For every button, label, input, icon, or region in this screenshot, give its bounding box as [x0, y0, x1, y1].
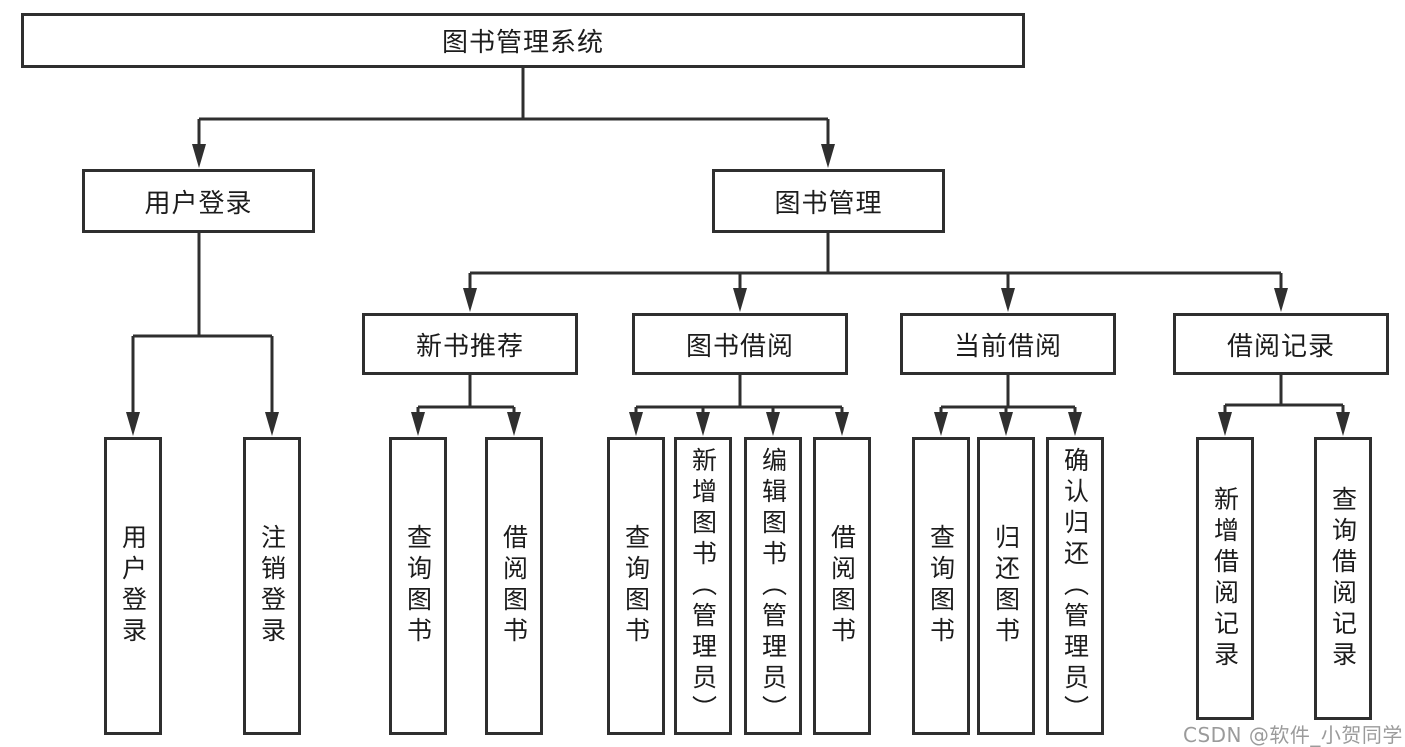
node-label: 编辑图书（管理员） [758, 446, 788, 726]
watermark: CSDN @软件_小贺同学 [1183, 723, 1403, 747]
arrow-down-icon [1068, 412, 1082, 436]
leaf-query-books-recommend: 查询图书 [389, 437, 447, 735]
node-label: 归还图书 [991, 524, 1021, 648]
node-label: 借阅记录 [1226, 331, 1335, 362]
node-label: 当前借阅 [953, 331, 1062, 362]
leaf-query-books-current: 查询图书 [912, 437, 970, 735]
node-label: 确认归还（管理员） [1060, 446, 1090, 726]
arrow-down-icon [1218, 412, 1232, 436]
arrow-down-icon [265, 412, 279, 436]
leaf-logout: 注销登录 [243, 437, 301, 735]
arrow-down-icon [411, 412, 425, 436]
arrow-down-icon [934, 412, 948, 436]
leaf-query-books-borrow: 查询图书 [607, 437, 665, 735]
node-label: 查询借阅记录 [1328, 485, 1358, 672]
arrow-down-icon [1336, 412, 1350, 436]
arrow-down-icon [463, 288, 477, 312]
leaf-borrow-books-recommend: 借阅图书 [485, 437, 543, 735]
node-label: 新书推荐 [415, 331, 524, 362]
leaf-edit-books-admin: 编辑图书（管理员） [744, 437, 802, 735]
node-book-management: 图书管理 [712, 169, 945, 233]
arrow-down-icon [1001, 288, 1015, 312]
tree-edges [131, 68, 1345, 414]
node-current-borrow: 当前借阅 [900, 313, 1116, 375]
node-label: 图书管理系统 [441, 28, 604, 58]
node-label: 新增借阅记录 [1210, 485, 1240, 672]
arrow-down-icon [835, 412, 849, 436]
leaf-borrow-books: 借阅图书 [813, 437, 871, 735]
leaf-query-borrow-record: 查询借阅记录 [1314, 437, 1372, 720]
node-label: 借阅图书 [499, 524, 529, 648]
node-book-borrow: 图书借阅 [632, 313, 848, 375]
arrow-down-icon [733, 288, 747, 312]
node-label: 图书借阅 [685, 331, 794, 362]
node-label: 图书管理 [774, 188, 883, 219]
leaf-add-books-admin: 新增图书（管理员） [674, 437, 732, 735]
node-label: 注销登录 [257, 524, 287, 648]
node-user-login: 用户登录 [82, 169, 315, 233]
node-label: 用户登录 [118, 524, 148, 648]
arrow-down-icon [999, 412, 1013, 436]
leaf-user-login: 用户登录 [104, 437, 162, 735]
node-label: 查询图书 [621, 524, 651, 648]
leaf-add-borrow-record: 新增借阅记录 [1196, 437, 1254, 720]
node-borrow-records: 借阅记录 [1173, 313, 1389, 375]
arrow-down-icon [192, 144, 206, 168]
arrow-down-icon [507, 412, 521, 436]
node-label: 用户登录 [144, 188, 253, 219]
arrow-down-icon [766, 412, 780, 436]
arrowhead-icons [126, 144, 1350, 436]
leaf-confirm-return-admin: 确认归还（管理员） [1046, 437, 1104, 735]
arrow-down-icon [629, 412, 643, 436]
arrow-down-icon [821, 144, 835, 168]
arrow-down-icon [126, 412, 140, 436]
arrow-down-icon [1274, 288, 1288, 312]
node-label: 查询图书 [403, 524, 433, 648]
node-root-library-system: 图书管理系统 [21, 13, 1025, 68]
node-label: 借阅图书 [827, 524, 857, 648]
node-label: 查询图书 [926, 524, 956, 648]
node-label: 新增图书（管理员） [688, 446, 718, 726]
arrow-down-icon [696, 412, 710, 436]
leaf-return-books: 归还图书 [977, 437, 1035, 735]
node-new-book-recommend: 新书推荐 [362, 313, 578, 375]
